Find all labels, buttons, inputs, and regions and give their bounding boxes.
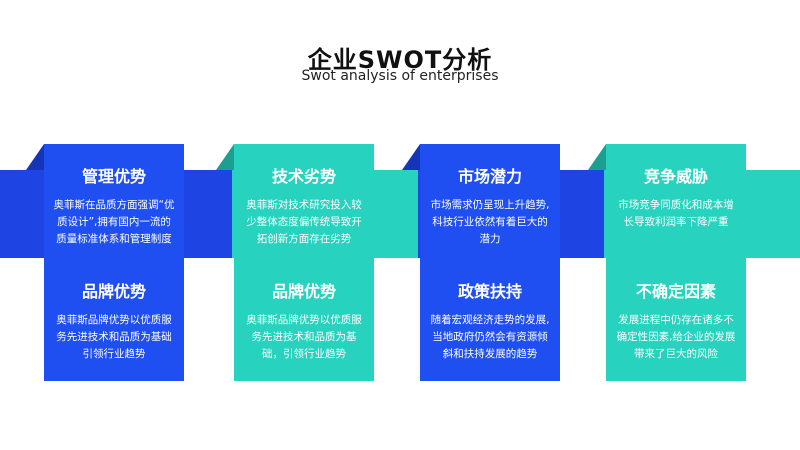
swot-card-1: 管理优势 奥菲斯在品质方面强调“优质设计”,拥有国内一流的质量标准体系和管理制度… (44, 144, 184, 381)
fold-tab-2 (216, 144, 234, 170)
card-2-heading-2: 品牌优势 (271, 282, 336, 301)
card-3-heading-1: 市场潜力 (457, 167, 522, 186)
card-1-text-2: 奥菲斯品牌优势以优质服务先进技术和品质为基础 引领行业趋势 (56, 314, 172, 360)
card-4-text-2: 发展进程中仍存在诸多不确定性因素,给企业的发展带来了巨大的风险 (616, 314, 736, 360)
swot-card-2: 技术劣势 奥菲斯对技术研究投入较少整体态度偏传统导致开拓创新方面存在劣势 品牌优… (234, 144, 374, 381)
fold-tab-3 (402, 144, 420, 170)
card-4-heading-1: 竞争威胁 (643, 167, 708, 186)
card-4-text-1: 市场竞争同质化和成本增长导致利润率下降严重 (618, 199, 734, 228)
card-2-text-2: 奥菲斯品牌优势以优质服务先进技术和品质为基础，引领行业趋势 (246, 314, 362, 360)
card-1-heading-2: 品牌优势 (81, 282, 146, 301)
page-subtitle: Swot analysis of enterprises (301, 68, 499, 84)
card-3-text-1: 市场需求仍呈现上升趋势,科技行业依然有着巨大的潜力 (430, 199, 550, 245)
fold-tab-1 (26, 144, 44, 170)
card-4-heading-2: 不确定因素 (635, 282, 716, 301)
card-1-heading-1: 管理优势 (81, 167, 146, 186)
card-1-text-1: 奥菲斯在品质方面强调“优质设计”,拥有国内一流的质量标准体系和管理制度 (53, 199, 175, 245)
swot-card-3: 市场潜力 市场需求仍呈现上升趋势,科技行业依然有着巨大的潜力 政策扶持 随着宏观… (420, 144, 560, 381)
swot-card-4: 竞争威胁 市场竞争同质化和成本增长导致利润率下降严重 不确定因素 发展进程中仍存… (606, 144, 746, 381)
card-3-heading-2: 政策扶持 (457, 282, 522, 301)
card-3-text-2: 随着宏观经济走势的发展,当地政府仍然会有资源倾斜和扶持发展的趋势 (430, 314, 550, 360)
card-2-heading-1: 技术劣势 (271, 167, 336, 186)
card-2-text-1: 奥菲斯对技术研究投入较少整体态度偏传统导致开拓创新方面存在劣势 (246, 199, 362, 245)
page-title: 企业SWOT分析 (307, 46, 493, 74)
fold-tab-4 (588, 144, 606, 170)
